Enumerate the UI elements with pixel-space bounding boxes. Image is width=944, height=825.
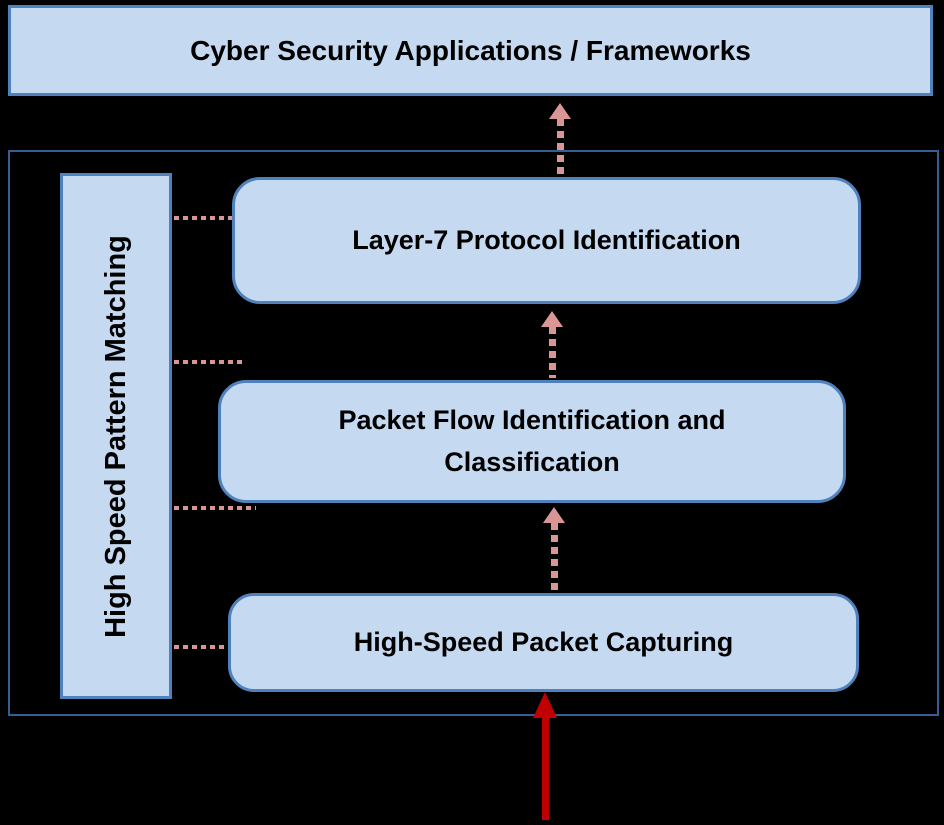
processing-engine-frame xyxy=(8,150,939,716)
cyber-security-applications-box: Cyber Security Applications / Frameworks xyxy=(8,5,933,96)
dashed-arrow-shaft xyxy=(550,523,558,592)
dashed-up-arrow-flow-to-layer7-icon xyxy=(538,311,566,378)
dotted-connector-pattern-matching-to-capture xyxy=(174,645,230,649)
up-arrowhead-icon xyxy=(543,507,565,523)
solid-arrow-shaft xyxy=(541,718,549,820)
high-speed-packet-capturing-label: High-Speed Packet Capturing xyxy=(353,627,734,657)
up-arrowhead-icon xyxy=(541,311,563,327)
dashed-up-arrow-layer7-to-applications-icon xyxy=(546,103,574,177)
dotted-connector-pattern-matching-to-layer7 xyxy=(174,216,232,220)
cyber-security-applications-label: Cyber Security Applications / Frameworks xyxy=(190,34,751,66)
up-arrowhead-icon xyxy=(549,103,571,119)
dashed-up-arrow-capture-to-flow-icon xyxy=(540,507,568,592)
high-speed-packet-capturing-box: High-Speed Packet Capturing xyxy=(228,593,859,692)
dashed-arrow-shaft xyxy=(556,119,564,177)
dashed-arrow-shaft xyxy=(548,327,556,378)
pattern-matching-label: High Speed Pattern Matching xyxy=(99,234,132,638)
dotted-connector-pattern-matching-to-flow-bottom xyxy=(174,506,256,510)
packet-flow-identification-box: Packet Flow Identification and Classific… xyxy=(218,380,846,503)
layer7-protocol-identification-label: Layer-7 Protocol Identification xyxy=(352,225,741,255)
layer7-protocol-identification-box: Layer-7 Protocol Identification xyxy=(232,177,861,304)
up-arrowhead-icon xyxy=(533,692,557,718)
dotted-connector-pattern-matching-to-flow-top xyxy=(174,360,246,364)
solid-up-arrow-traffic-input-icon xyxy=(531,692,559,820)
packet-flow-identification-label: Packet Flow Identification and Classific… xyxy=(338,404,726,477)
pattern-matching-box: High Speed Pattern Matching xyxy=(60,173,172,699)
